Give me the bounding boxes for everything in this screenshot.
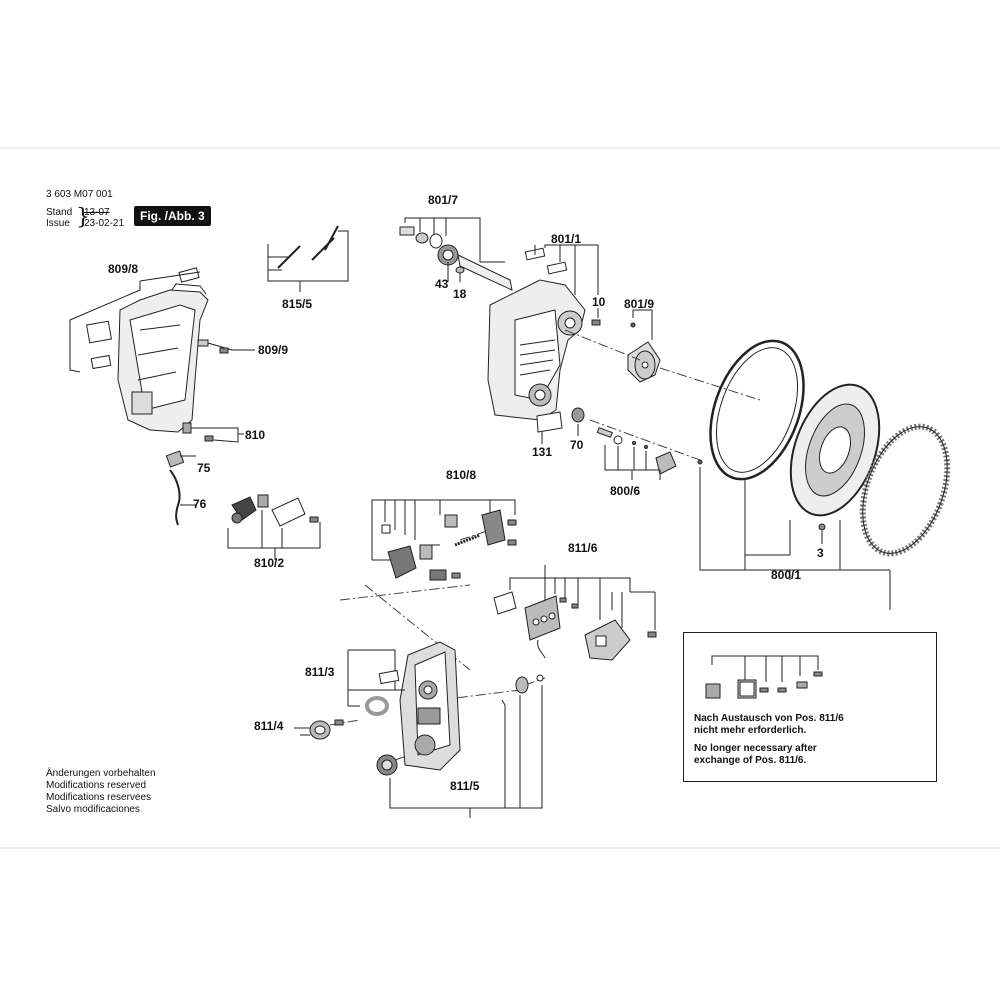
control-board-part (493, 565, 657, 661)
issue-info: Stand Issue } 13-07 23-02-21 (46, 207, 124, 230)
footer-de: Änderungen vorbehalten (46, 768, 156, 779)
footer-en: Modifications reserved (46, 780, 147, 791)
label-811-6: 811/6 (568, 541, 598, 555)
notice-parts (705, 655, 823, 699)
label-809-8: 809/8 (108, 262, 139, 276)
label-75: 75 (197, 461, 211, 475)
front-panel-part (347, 641, 461, 771)
notice-en-line1: No longer necessary after (694, 743, 817, 754)
footer-fr: Modifications reservees (46, 792, 152, 803)
label-18: 18 (453, 287, 467, 301)
notice-box: Nach Austausch von Pos. 811/6 nicht mehr… (683, 632, 937, 782)
label-811-4: 811/4 (254, 719, 284, 733)
label-810: 810 (245, 428, 266, 442)
valve-part-set (596, 427, 677, 480)
housing-left-part (69, 267, 255, 443)
stand-old-value: 13-07 (84, 207, 110, 218)
label-3: 3 (817, 546, 824, 560)
notice-en-line2: exchange of Pos. 811/6. (694, 755, 807, 766)
figure-badge: Fig. /Abb. 3 (134, 206, 211, 226)
footer-disclaimer: Änderungen vorbehalten Modifications res… (46, 768, 156, 816)
label-800-1: 800/1 (771, 568, 802, 582)
label-43: 43 (435, 277, 449, 291)
label-811-5: 811/5 (450, 779, 480, 793)
notice-de-line1: Nach Austausch von Pos. 811/6 (694, 713, 844, 724)
pin-set (267, 225, 349, 292)
shaft-gear-group (399, 217, 513, 291)
label-76: 76 (193, 497, 207, 511)
issue-date: 23-02-21 (84, 218, 125, 229)
label-811-3: 811/3 (305, 665, 335, 679)
label-801-7: 801/7 (428, 193, 459, 207)
label-70: 70 (570, 438, 584, 452)
label-131: 131 (532, 445, 553, 459)
label-815-5: 815/5 (282, 297, 313, 311)
notice-de-line2: nicht mehr erforderlich. (694, 725, 807, 736)
label-810-2: 810/2 (254, 556, 285, 570)
brace-glyph: } (76, 205, 90, 230)
switch-part-set (227, 494, 321, 560)
cap-part (627, 309, 661, 383)
label-10: 10 (592, 295, 606, 309)
stand-label: Stand (46, 207, 73, 218)
knob-part (294, 719, 344, 740)
label-801-9: 801/9 (624, 297, 655, 311)
issue-values: 13-07 23-02-21 (84, 207, 124, 229)
notice-text: Nach Austausch von Pos. 811/6 nicht mehr… (694, 713, 844, 767)
issue-label: Issue (46, 218, 70, 229)
label-800-6: 800/6 (610, 484, 641, 498)
rotary-knob-part (376, 674, 544, 818)
label-801-1: 801/1 (551, 232, 582, 246)
switch-assembly-part (371, 499, 517, 581)
label-810-8: 810/8 (446, 468, 477, 482)
footer-es: Salvo modificaciones (46, 804, 140, 815)
label-809-9: 809/9 (258, 343, 289, 357)
pump-housing-part (487, 244, 601, 444)
pressure-cover-assembly (697, 339, 951, 610)
hose-connector (165, 450, 196, 526)
part-number: 3 603 M07 001 (46, 189, 113, 200)
